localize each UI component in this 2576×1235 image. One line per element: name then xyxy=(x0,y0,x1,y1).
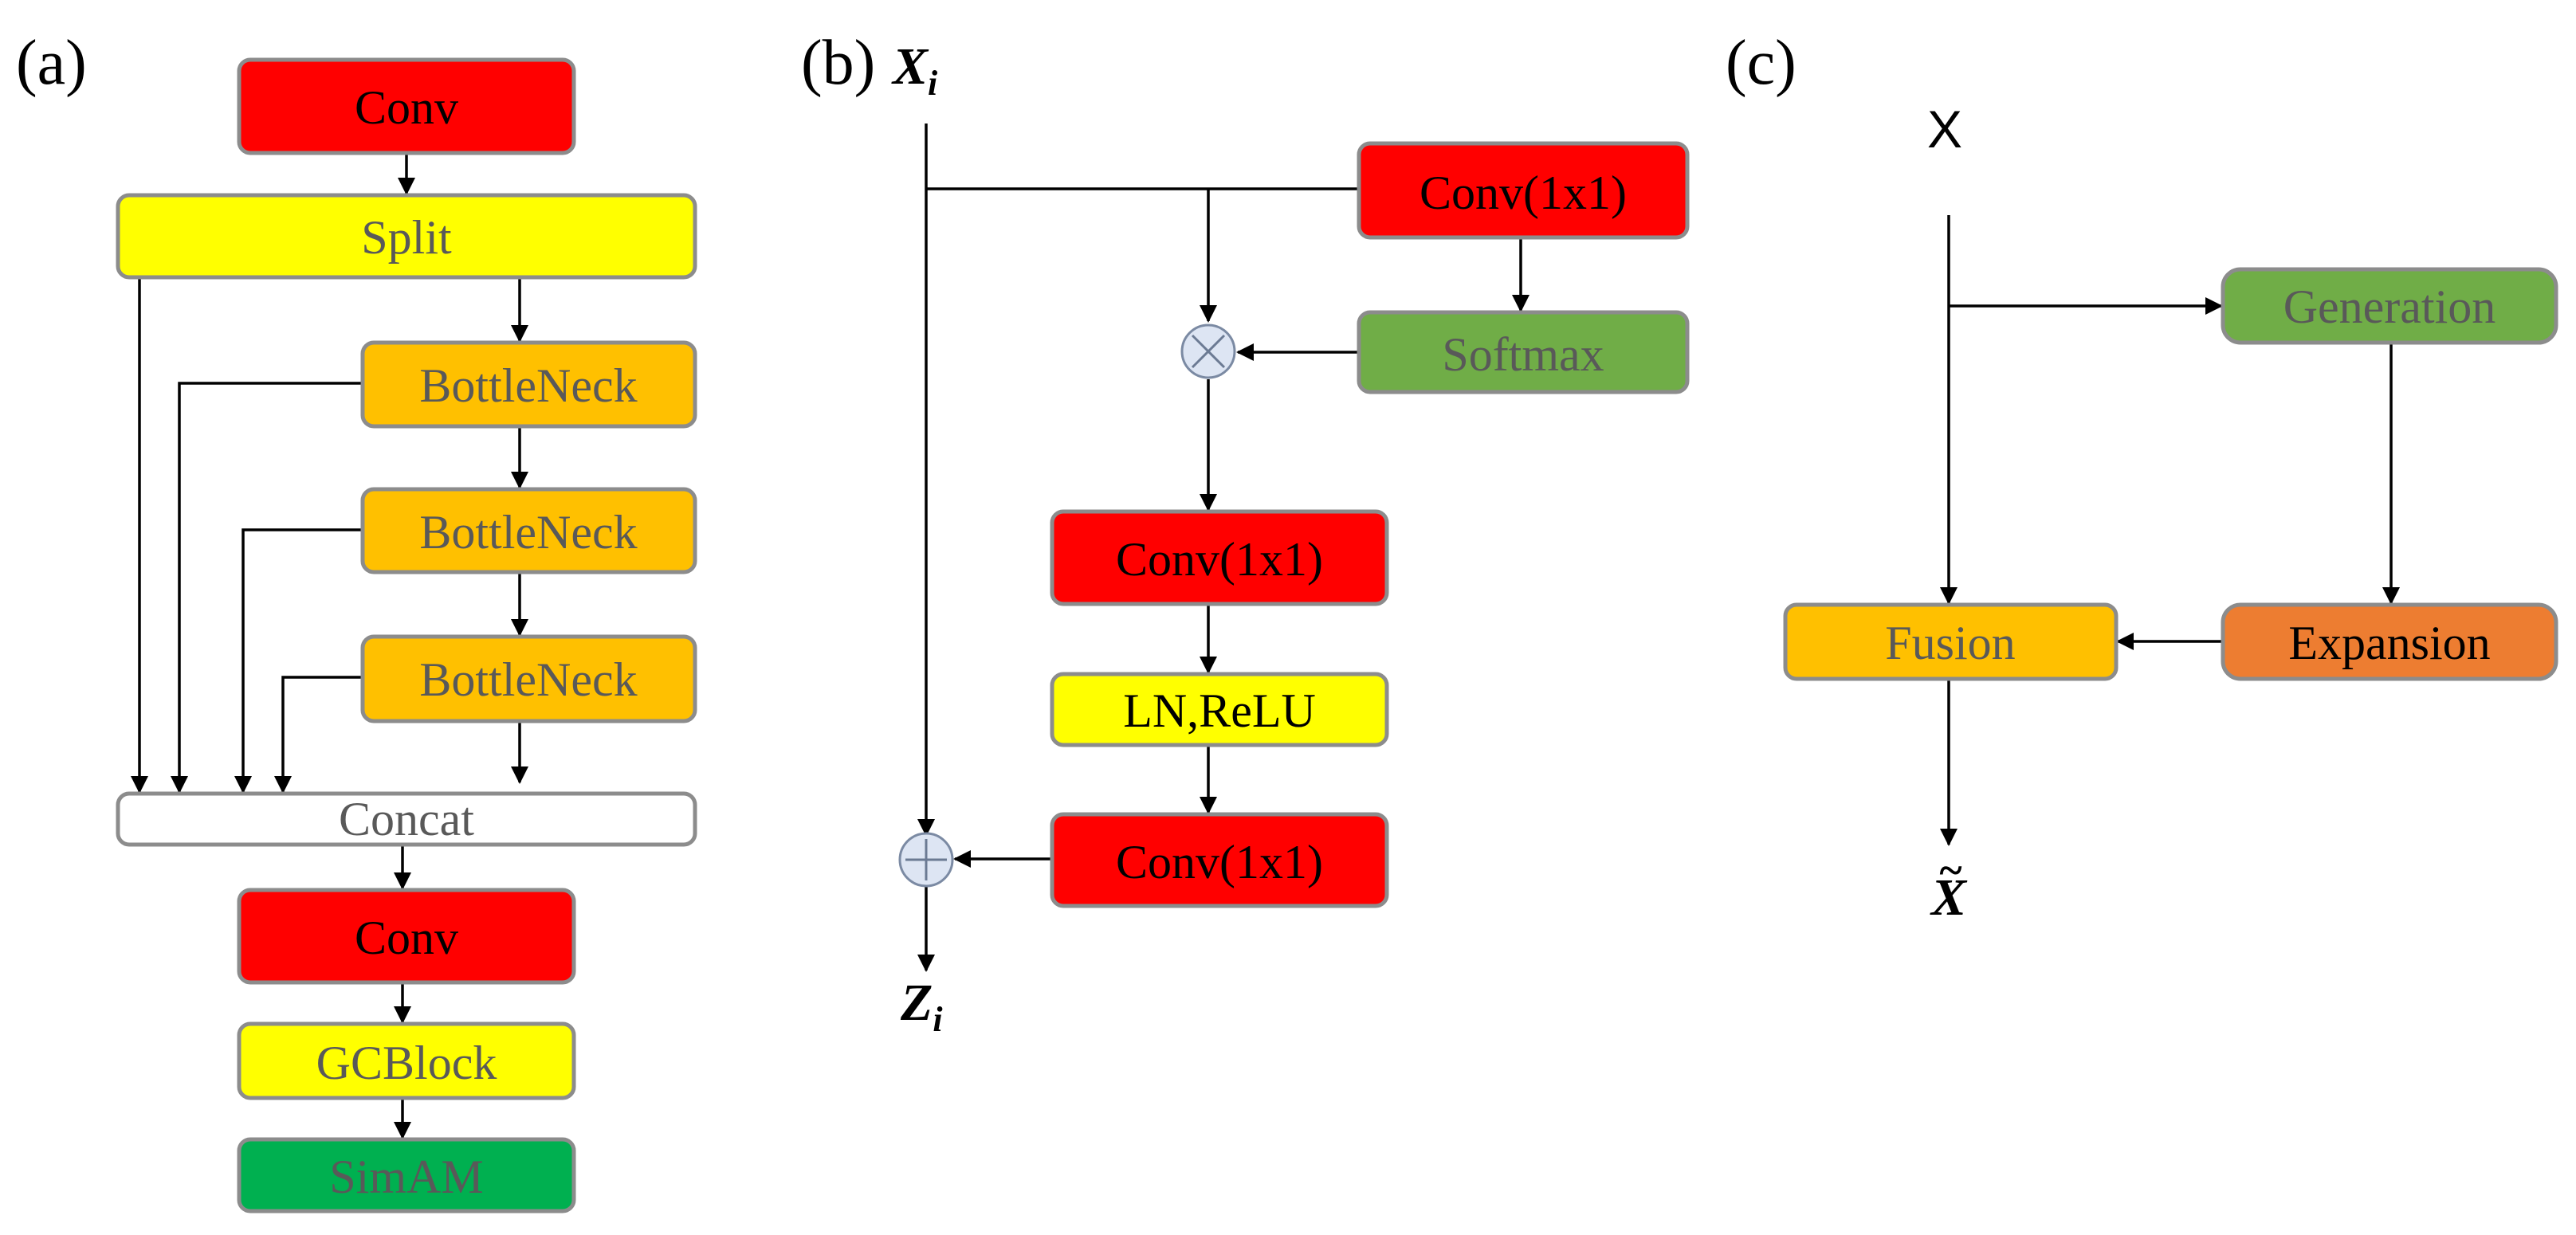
ln-relu-box xyxy=(1050,672,1389,747)
panel-b: (b) Xi Zi Conv(1x1) Softmax xyxy=(801,28,1690,1039)
panel-b-label: (b) xyxy=(801,28,875,98)
bottleneck-box-3 xyxy=(360,634,697,723)
panel-c-connectors xyxy=(1940,215,2400,846)
output-var-zi: Zi xyxy=(900,974,943,1039)
panel-c: (c) X Generation Fusion Expansion X ~ xyxy=(1726,28,2558,927)
split-box xyxy=(116,193,697,280)
conv1x1-label-bottom: Conv(1x1) xyxy=(1116,836,1323,888)
ln-relu-label: LN,ReLU xyxy=(1123,684,1316,737)
input-x: X xyxy=(1927,100,1962,159)
panel-a-label: (a) xyxy=(16,28,87,98)
input-var-xi: Xi xyxy=(891,37,938,103)
conv-box-top xyxy=(237,57,576,155)
conv-label-bottom: Conv xyxy=(355,912,458,964)
simam-label: SimAM xyxy=(329,1151,483,1203)
panel-a-connectors xyxy=(131,153,528,1139)
conv1x1-label-top: Conv(1x1) xyxy=(1420,167,1627,219)
concat-box xyxy=(116,791,697,847)
bottleneck-label-1: BottleNeck xyxy=(419,359,637,412)
conv1x1-box-mid xyxy=(1050,509,1389,606)
panel-b-connectors xyxy=(917,124,1530,972)
bottleneck-box-1 xyxy=(360,340,697,429)
add-op xyxy=(898,832,954,888)
svg-text:~: ~ xyxy=(1938,846,1963,894)
softmax-label: Softmax xyxy=(1442,328,1604,381)
bottleneck-box-2 xyxy=(360,487,697,574)
concat-label: Concat xyxy=(339,793,474,845)
panel-a: (a) Conv Split BottleNeck BottleNeck xyxy=(16,28,697,1213)
conv-label-top: Conv xyxy=(355,81,458,134)
gcblock-label: GCBlock xyxy=(316,1037,497,1089)
fusion-box xyxy=(1783,602,2119,681)
multiply-op xyxy=(1180,323,1236,379)
expansion-label: Expansion xyxy=(2288,617,2490,669)
output-x-tilde: X ~ xyxy=(1930,846,1968,927)
expansion-box xyxy=(2221,602,2558,681)
conv1x1-box-bottom xyxy=(1050,812,1389,908)
conv-box-bottom xyxy=(237,888,576,985)
conv1x1-label-mid: Conv(1x1) xyxy=(1116,533,1323,586)
conv1x1-box-top xyxy=(1357,141,1690,240)
bottleneck-label-3: BottleNeck xyxy=(419,653,637,706)
softmax-box xyxy=(1357,310,1690,394)
generation-box xyxy=(2221,267,2558,345)
split-label: Split xyxy=(361,211,452,264)
svg-text:X: X xyxy=(1930,868,1968,927)
bottleneck-label-2: BottleNeck xyxy=(419,506,637,559)
generation-label: Generation xyxy=(2283,280,2496,333)
gcblock-box xyxy=(237,1021,576,1100)
panel-c-label: (c) xyxy=(1726,28,1797,98)
simam-box xyxy=(237,1137,576,1213)
fusion-label: Fusion xyxy=(1885,617,2015,669)
